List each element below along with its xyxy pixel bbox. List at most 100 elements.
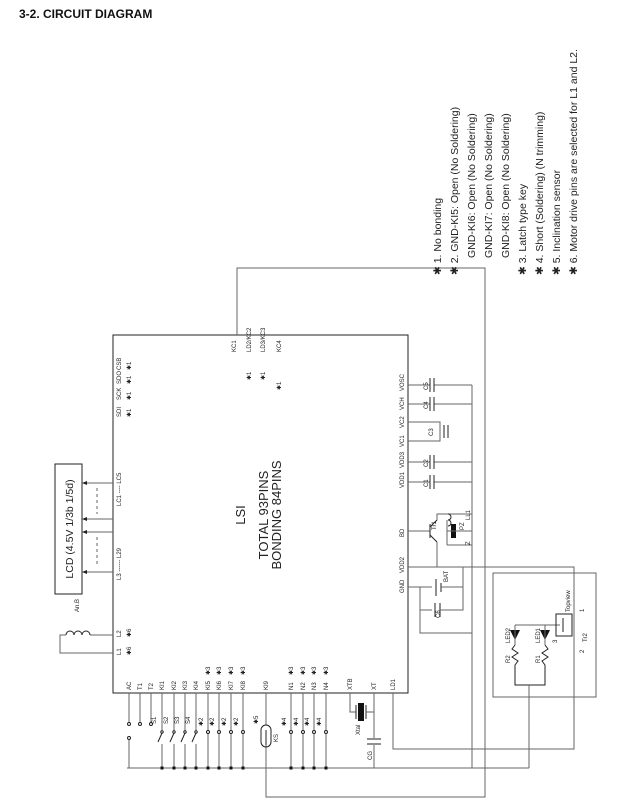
- pin-sdi: SDI: [117, 407, 123, 417]
- led2-label: LED2: [506, 627, 512, 643]
- switch-icon: [157, 732, 163, 743]
- lsi-name: LSI: [233, 505, 248, 525]
- z-label: Z: [466, 541, 472, 545]
- pin-vc2: VC2: [400, 416, 406, 428]
- pin-sck: SCK: [117, 388, 123, 400]
- pin-t2: T2: [149, 682, 155, 690]
- pin-ki3: KI3: [183, 680, 189, 690]
- mark-solder: ✱2: [233, 717, 240, 726]
- mark-no-bonding: ✱1: [126, 391, 133, 400]
- lcd-box: [54, 463, 83, 595]
- lcd-arrows: [82, 481, 113, 574]
- led1-label: LED1: [536, 627, 542, 643]
- solder-pad: [217, 730, 221, 734]
- tr2-label: Tr2: [583, 633, 589, 642]
- mark-latch-key: ✱3: [240, 666, 247, 675]
- c6-label: C6: [436, 610, 442, 618]
- pin-l2: L2: [117, 630, 123, 637]
- switch-icon: [180, 732, 186, 743]
- pin-kc4: KC4: [277, 340, 283, 352]
- inclination-switch-icon: [260, 724, 272, 748]
- pin-xt: XT: [372, 682, 378, 690]
- pin-vosc: VOSC: [400, 373, 406, 391]
- battery-section: [392, 566, 575, 750]
- wire-outer-loop: [236, 267, 486, 798]
- pin-n2: N2: [301, 682, 307, 690]
- mark-latch-key: ✱3: [288, 666, 295, 675]
- page-title: 3-2. CIRCUIT DIAGRAM: [19, 7, 153, 21]
- switch-label-s1: S1: [152, 716, 158, 724]
- lsi-chip-box: [112, 334, 409, 694]
- c5-label: C5: [424, 382, 430, 390]
- mark-l2: ✱6: [126, 628, 133, 637]
- lsi-total-pins: TOTAL 93PINS: [256, 470, 271, 559]
- topview-label: Topview: [566, 590, 572, 612]
- pin-gnd: GND: [400, 579, 406, 593]
- note-item: ✱ 3. Latch type key: [517, 183, 529, 275]
- mark-solder: ✱4: [281, 717, 288, 726]
- pin-sdo: SDO: [117, 371, 123, 384]
- pin-kc1: KC1: [232, 340, 238, 352]
- r1-label: R1: [536, 655, 542, 663]
- switch-icon: [191, 732, 197, 743]
- motor-coil: [59, 630, 113, 654]
- mark-l1: ✱6: [126, 646, 133, 655]
- note-item: ✱ 1. No bonding: [432, 198, 444, 275]
- xtal-label: Xtal: [356, 725, 362, 735]
- pin-vdd1: VDD1: [400, 471, 406, 488]
- crystal-section: [349, 693, 381, 768]
- bat-label: BAT: [444, 570, 450, 582]
- pin-ld1: LD1: [391, 678, 397, 690]
- pin-ki9: KI9: [264, 680, 270, 690]
- pin-ki7: KI7: [229, 680, 235, 690]
- pin-vc1: VC1: [400, 435, 406, 447]
- buzzer-driver: [429, 513, 472, 567]
- mark-latch-key: ✱3: [228, 666, 235, 675]
- pin-l1: L1: [117, 648, 123, 655]
- pin-t1: T1: [138, 682, 144, 690]
- pin-kc3: LD3/KC3: [261, 327, 267, 352]
- mark-no-bonding: ✱1: [126, 375, 133, 384]
- pin-vch: VCH: [400, 397, 406, 410]
- tr1-label: Tr1: [432, 521, 438, 530]
- pin-bd: BD: [400, 528, 406, 537]
- solder-pad: [241, 730, 245, 734]
- lcd-seg-lc1-lc5: LC1 ---- LC5: [117, 472, 123, 506]
- note-item: GND-KI8: Open (No Soldering): [500, 113, 512, 258]
- tr2-pin1: 1: [580, 608, 586, 612]
- pin-vdd2: VDD2: [400, 556, 406, 573]
- inclination-sensor-box: [492, 572, 597, 698]
- mark-solder: ✱2: [209, 717, 216, 726]
- note-item: ✱ 6. Motor drive pins are selected for L…: [568, 49, 580, 275]
- pin-n3: N3: [312, 682, 318, 690]
- pin-csb: CSB: [117, 358, 123, 370]
- solder-pad: [289, 730, 293, 734]
- pin-n1: N1: [289, 682, 295, 690]
- mark-no-bonding: ✱1: [246, 371, 253, 380]
- pz-label: PZ: [460, 522, 466, 530]
- switch-label-s4: S4: [186, 716, 192, 724]
- mark-solder: ✱2: [198, 717, 205, 726]
- mark-latch-key: ✱3: [216, 666, 223, 675]
- note-item: ✱ 5. Inclination sensor: [551, 169, 563, 275]
- solder-pad: [229, 730, 233, 734]
- lsi-bonding-pins: BONDING 84PINS: [269, 460, 284, 569]
- mark-no-bonding: ✱1: [126, 361, 133, 370]
- pin-n4: N4: [324, 682, 330, 690]
- mark-no-bonding: ✱1: [276, 381, 283, 390]
- ac-terminal: [127, 722, 131, 726]
- pin-ac: AC: [127, 681, 133, 690]
- c3-label: C3: [429, 428, 435, 436]
- lcd-label: LCD (4.5V 1/3b 1/5d): [64, 479, 76, 578]
- switch-icon: [169, 732, 175, 743]
- note-item: GND-KI6: Open (No Soldering): [466, 113, 478, 258]
- tr2-pin3: 3: [553, 639, 559, 643]
- pin-ki8: KI8: [241, 680, 247, 690]
- tr2-pin2: 2: [580, 649, 586, 653]
- r2-label: R2: [506, 655, 512, 663]
- capacitors: [408, 378, 449, 489]
- test-terminal: [149, 722, 153, 726]
- mark-latch-key: ✱3: [300, 666, 307, 675]
